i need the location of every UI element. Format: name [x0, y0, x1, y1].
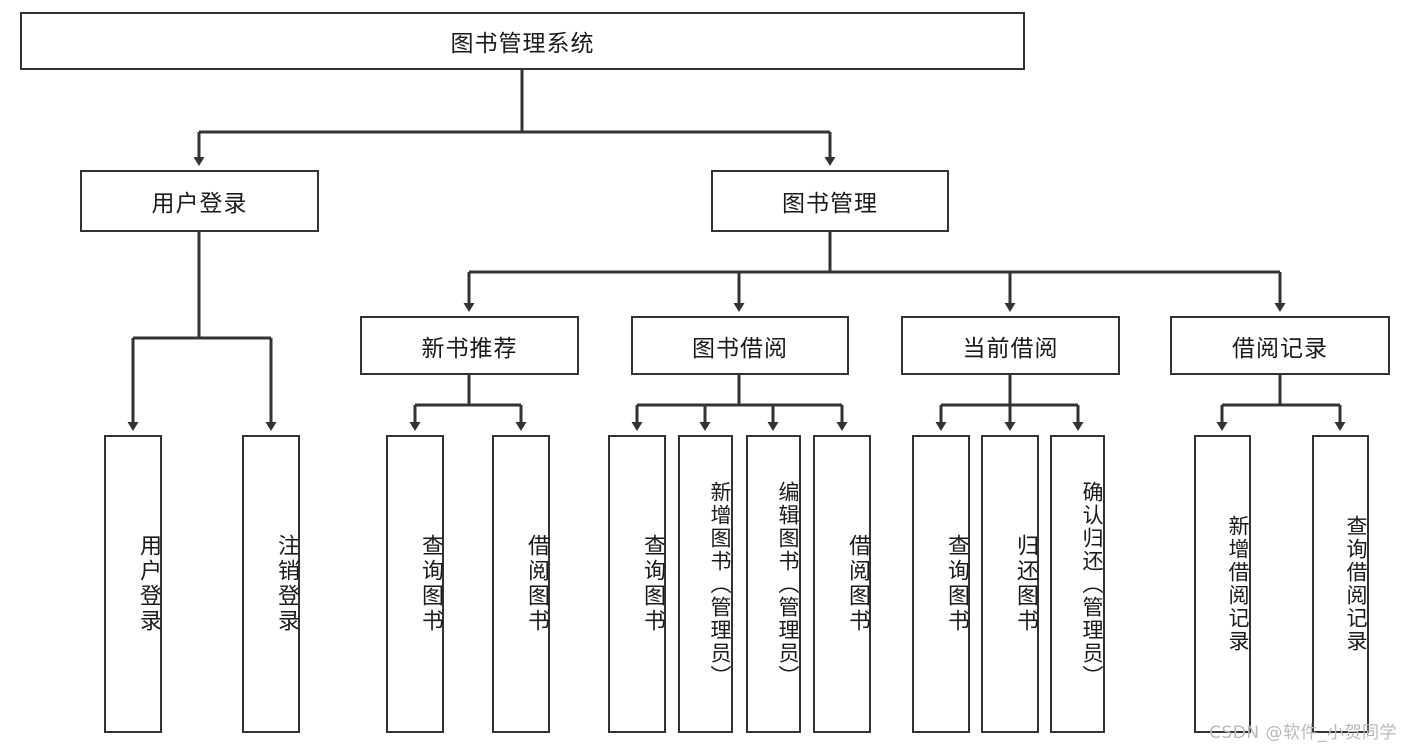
node-new-book-recommendation[interactable]: 新书推荐: [360, 316, 579, 375]
leaf-current-confirm-return-admin[interactable]: 确认归还（管理员）: [1050, 435, 1105, 733]
csdn-watermark: CSDN @软件_小贺同学: [1209, 723, 1397, 743]
leaf-borrow-edit-book-admin[interactable]: 编辑图书（管理员）: [746, 435, 801, 733]
leaf-user-login-signout[interactable]: 注销登录: [242, 435, 300, 733]
leaf-record-query-borrow-record[interactable]: 查询借阅记录: [1312, 435, 1369, 733]
leaf-borrow-add-book-admin[interactable]: 新增图书（管理员）: [678, 435, 733, 733]
leaf-borrow-query-book[interactable]: 查询图书: [608, 435, 666, 733]
node-root-book-management-system[interactable]: 图书管理系统: [20, 12, 1025, 70]
node-borrow-record[interactable]: 借阅记录: [1170, 316, 1390, 375]
leaf-borrow-borrow-book[interactable]: 借阅图书: [813, 435, 871, 733]
node-book-borrow[interactable]: 图书借阅: [631, 316, 849, 375]
node-user-login[interactable]: 用户登录: [80, 170, 319, 232]
leaf-record-add-borrow-record[interactable]: 新增借阅记录: [1194, 435, 1251, 733]
leaf-new-book-borrow[interactable]: 借阅图书: [492, 435, 550, 733]
node-current-borrow[interactable]: 当前借阅: [901, 316, 1120, 375]
leaf-user-login-signin[interactable]: 用户登录: [104, 435, 162, 733]
node-book-management[interactable]: 图书管理: [711, 170, 949, 232]
leaf-current-query-book[interactable]: 查询图书: [912, 435, 970, 733]
leaf-new-book-query[interactable]: 查询图书: [386, 435, 444, 733]
leaf-current-return-book[interactable]: 归还图书: [981, 435, 1039, 733]
